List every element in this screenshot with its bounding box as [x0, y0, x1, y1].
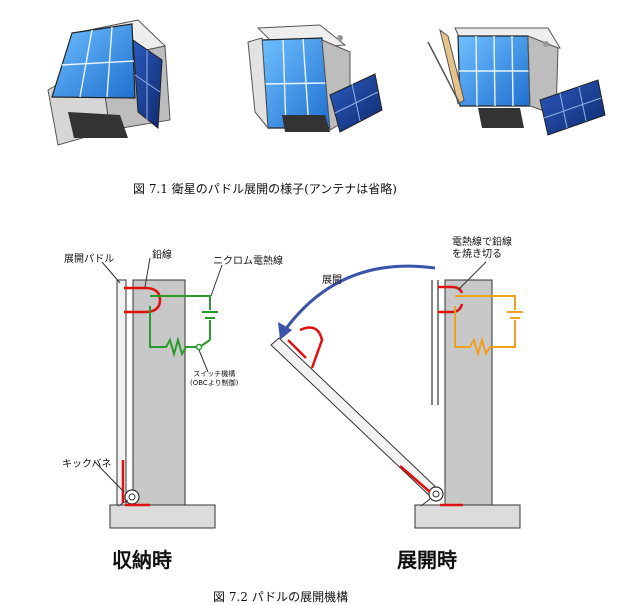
deploy-label: 展開: [322, 275, 342, 286]
burn-label-line1: 電熱線で鉛線: [452, 237, 512, 248]
switch-mechanism-label: スイッチ機構 (OBCより制御): [190, 370, 238, 388]
stowed-mechanism-diagram: [94, 257, 223, 529]
figure-7-2-caption: 図 7.2 パドルの展開機構: [213, 590, 349, 604]
lead-wire-label: 鉛線: [152, 250, 172, 261]
figure-7-1-caption: 図 7.1 衛星のパドル展開の様子(アンテナは省略): [133, 182, 397, 196]
deployed-title: 展開時: [397, 548, 457, 572]
paddle-label: 展開パドル: [64, 254, 115, 265]
switch-label-line1: スイッチ機構: [193, 370, 236, 378]
switch-label-line2: (OBCより制御): [190, 379, 239, 387]
deployed-mechanism-diagram: [270, 261, 523, 529]
burn-wire-label: 電熱線で鉛線 を焼き切る: [452, 237, 512, 261]
burn-label-line2: を焼き切る: [452, 249, 502, 260]
nichrome-label: ニクロム電熱線: [213, 256, 283, 267]
kick-spring-label: キックバネ: [62, 459, 112, 470]
satellite-stowed-illustration: [47, 19, 171, 146]
satellite-deploying-illustration: [247, 24, 383, 133]
satellite-deployed-illustration: [427, 27, 606, 136]
stowed-title: 収納時: [112, 548, 172, 572]
